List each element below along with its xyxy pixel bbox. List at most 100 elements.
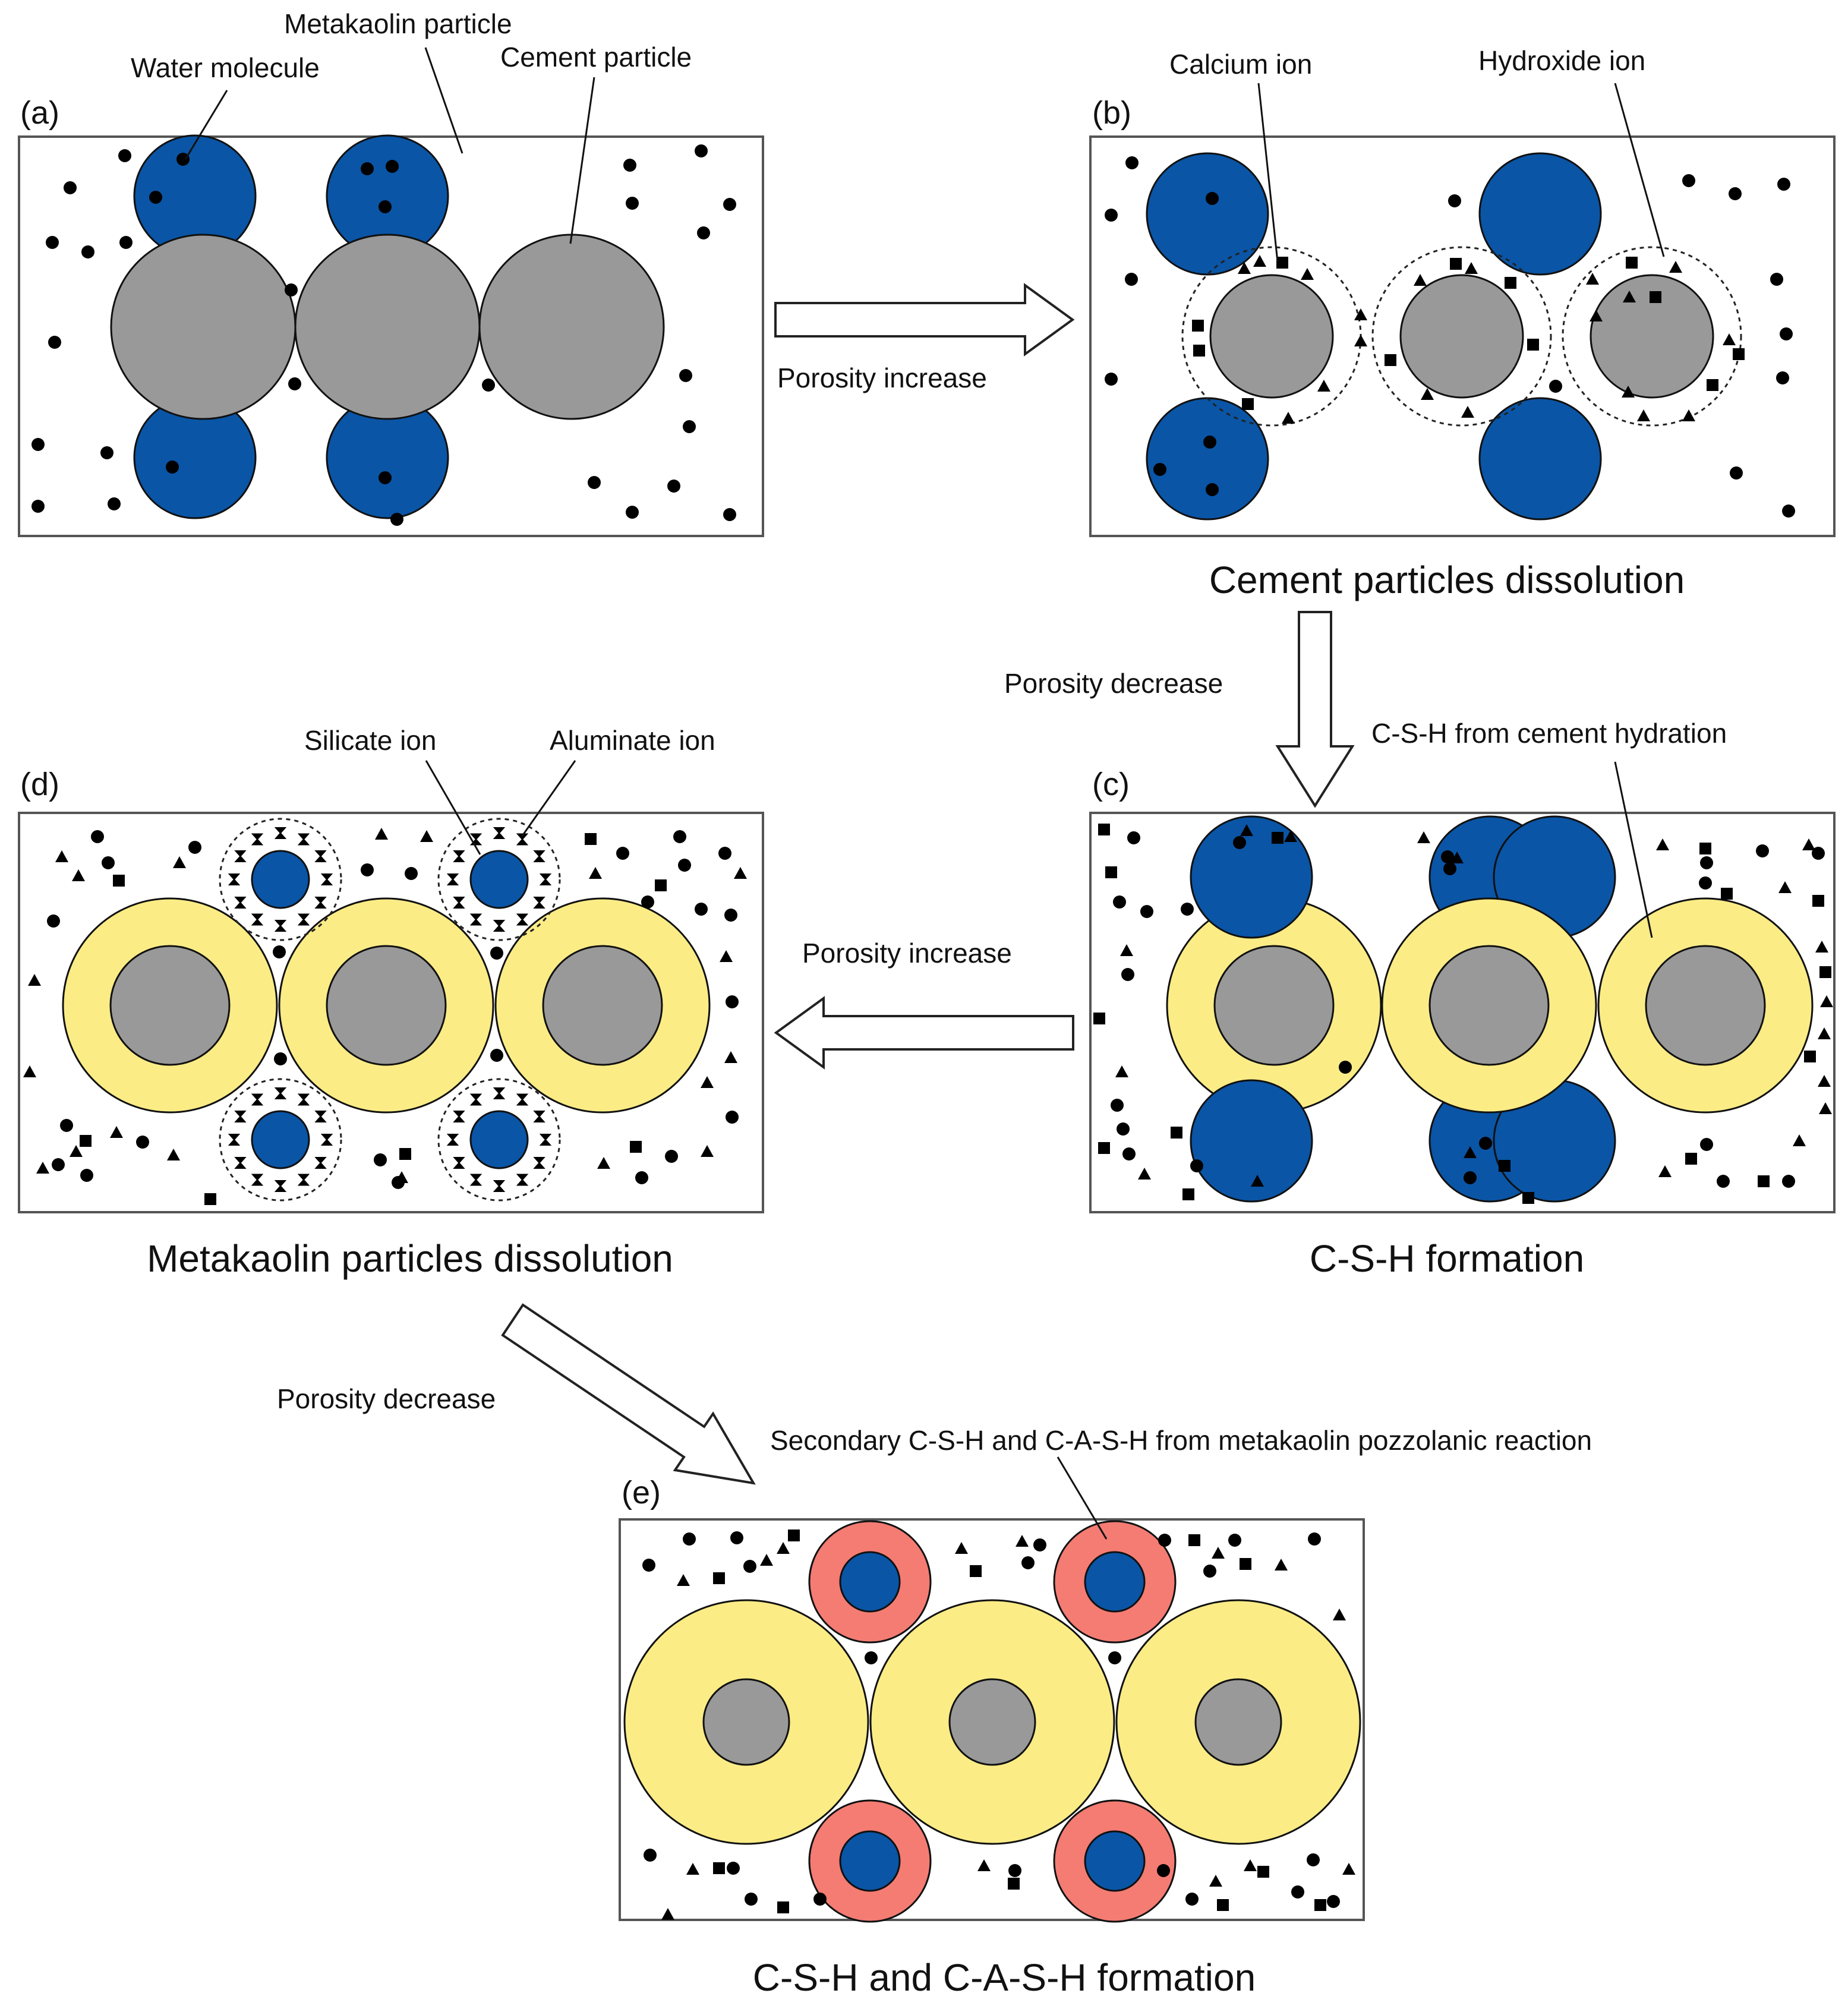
hydroxide-ion-triangle (55, 850, 68, 862)
hydroxide-ion-triangle (1658, 1165, 1672, 1177)
panel-d-caption: Metakaolin particles dissolution (147, 1237, 673, 1280)
calcium-ion-square (1385, 354, 1396, 366)
leader-silicate-ion (425, 760, 481, 855)
water-molecule-dot (361, 863, 374, 876)
hydroxide-ion-triangle (28, 974, 41, 986)
hydroxide-ion-triangle (1342, 1863, 1355, 1875)
aluminate-ion-glyph (493, 1087, 506, 1099)
water-molecule-dot (695, 903, 708, 916)
water-molecule-dot (1730, 466, 1743, 480)
hydroxide-ion-triangle (1723, 333, 1736, 345)
silicate-ion-glyph (446, 1134, 459, 1146)
cement-particle (1399, 274, 1524, 399)
water-molecule-dot (102, 856, 115, 869)
water-molecule-dot (683, 1532, 696, 1546)
water-molecule-dot (386, 160, 399, 173)
hydroxide-ion-triangle (1623, 291, 1636, 302)
water-molecule-dot (1113, 895, 1126, 909)
calcium-ion-square (1257, 1866, 1269, 1878)
hydroxide-ion-triangle (173, 856, 186, 868)
panel-b-particles (1105, 152, 1795, 521)
water-molecule-dot (588, 476, 601, 489)
water-molecule-dot (1021, 1556, 1035, 1569)
cement-particle (1213, 945, 1335, 1066)
label-aluminate-ion: Aluminate ion (550, 725, 715, 756)
water-molecule-dot (1206, 192, 1219, 205)
water-molecule-dot (626, 506, 639, 519)
panel-d-particles (23, 818, 747, 1205)
hydroxide-ion-triangle (777, 1542, 790, 1554)
hydroxide-ion-triangle (955, 1542, 968, 1554)
water-molecule-dot (1153, 463, 1166, 476)
dissolution-halo (1371, 246, 1552, 427)
hydroxide-ion-triangle (23, 1065, 36, 1077)
water-molecule-dot (60, 1119, 73, 1132)
leader-cement-particle (569, 77, 595, 244)
panel-c-particles (1093, 815, 1833, 1204)
water-molecule-dot (1443, 862, 1456, 875)
hydroxide-ion-triangle (724, 1051, 737, 1063)
water-molecule-dot (1307, 1853, 1320, 1866)
water-molecule-dot (166, 461, 179, 474)
hydroxide-ion-triangle (1818, 1075, 1831, 1087)
water-molecule-dot (1700, 856, 1713, 869)
calcium-ion-square (1819, 966, 1831, 978)
aluminate-ion-glyph (274, 1087, 287, 1099)
water-molecule-dot (727, 1862, 740, 1875)
water-molecule-dot (726, 1111, 739, 1124)
dissolution-halo (437, 1078, 561, 1201)
water-molecule-dot (1181, 903, 1194, 916)
calcium-ion-square (1182, 1188, 1194, 1200)
cement-particle (294, 234, 481, 420)
water-molecule-dot (80, 1169, 93, 1182)
water-molecule-dot (724, 909, 737, 922)
calcium-ion-square (1505, 277, 1516, 289)
water-molecule-dot (46, 236, 59, 249)
water-molecule-dot (379, 471, 392, 484)
calcium-ion-square (1272, 832, 1283, 844)
calcium-ion-square (1276, 257, 1288, 269)
hydroxide-ion-triangle (1778, 881, 1792, 893)
water-molecule-dot (683, 420, 696, 433)
calcium-ion-square (1721, 888, 1733, 900)
water-molecule-dot (1203, 436, 1216, 449)
silicate-ion-glyph (446, 873, 459, 885)
calcium-ion-square (1192, 320, 1204, 332)
hydroxide-ion-triangle (1637, 409, 1650, 421)
water-molecule-dot (667, 480, 680, 493)
arrow-label-a-to-b: Porosity increase (777, 362, 987, 393)
calcium-ion-square (1240, 1558, 1251, 1570)
water-molecule-dot (1203, 1565, 1216, 1578)
label-hydroxide-ion: Hydroxide ion (1478, 45, 1645, 76)
calcium-ion-square (777, 1901, 789, 1913)
water-molecule-dot (390, 513, 403, 526)
label-water-molecule: Water molecule (131, 52, 320, 83)
hydroxide-ion-triangle (1465, 262, 1478, 274)
water-molecule-dot (1699, 876, 1712, 890)
metakaolin-particle (1190, 1079, 1313, 1203)
label-silicate-ion: Silicate ion (304, 725, 436, 756)
hydroxide-ion-triangle (1818, 1027, 1831, 1039)
aluminate-ion-glyph (234, 897, 247, 909)
water-molecule-dot (274, 1052, 287, 1065)
water-molecule-dot (176, 153, 190, 166)
hydroxide-ion-triangle (1586, 273, 1599, 285)
metakaolin-particle (1478, 397, 1602, 521)
cement-particle (948, 1678, 1036, 1766)
cement-particle (109, 945, 231, 1066)
aluminate-ion-glyph (314, 850, 327, 862)
silicate-ion-glyph (320, 873, 333, 885)
hydroxide-ion-triangle (701, 1145, 714, 1157)
water-molecule-dot (1122, 1147, 1136, 1160)
hydroxide-ion-triangle (1238, 262, 1251, 274)
metakaolin-particle (1084, 1830, 1146, 1892)
aluminate-ion-glyph (493, 920, 506, 932)
arrow-label-d-to-e: Porosity decrease (277, 1383, 496, 1414)
aluminate-ion-glyph (533, 850, 545, 862)
water-molecule-dot (285, 283, 298, 297)
water-molecule-dot (678, 859, 691, 872)
metakaolin-particle (1190, 815, 1313, 939)
water-molecule-dot (136, 1136, 149, 1149)
water-molecule-dot (673, 830, 686, 843)
aluminate-ion-glyph (453, 1111, 465, 1122)
